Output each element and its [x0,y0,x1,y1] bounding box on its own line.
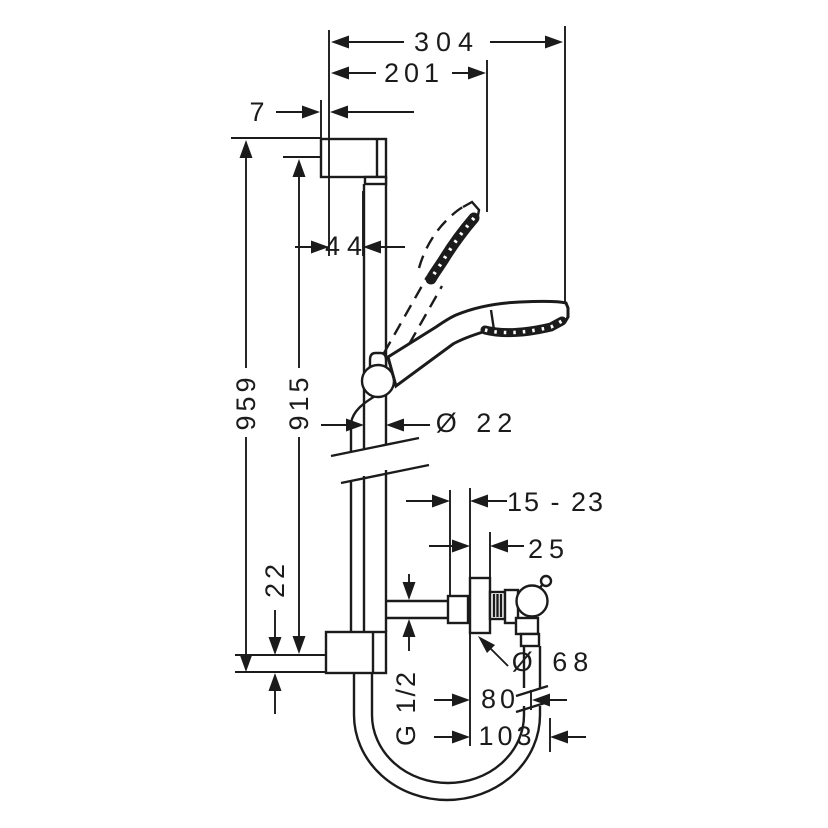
top-bracket [319,137,388,186]
dimension-overall-width: 304 [331,27,563,57]
dimension-overall-height: 959 [231,140,261,672]
dimension-hose-center-offset: 80 [434,684,567,714]
dim-label-bar-diameter: Ø 22 [436,408,519,438]
extension-lines [231,26,566,752]
dimension-connection-thread: G 1/2 [391,574,421,746]
dimension-annotations: 304 201 7 44 959 [231,26,605,752]
dim-label-hose-outer-offset: 103 [478,721,535,751]
dim-label-bracket-width: 44 [325,231,369,261]
dim-label-bottom-offset: 22 [260,560,290,598]
hand-shower-raised [382,200,481,363]
dim-label-bracket-offset: 7 [249,97,264,127]
bar-break-symbol [330,436,430,485]
dimension-bottom-offset: 22 [260,560,290,714]
dim-label-overall-height: 959 [231,373,261,430]
valve-assembly [386,574,553,648]
dimension-bracket-width: 44 [295,231,405,261]
valve-handle [515,574,553,618]
hand-shower [386,299,570,389]
wall-flange [446,594,470,625]
hose-connector [519,632,541,648]
dimension-bar-diameter: Ø 22 [321,408,519,438]
valve-outlet [514,616,540,636]
dimension-escutcheon-diameter: Ø 68 [478,636,595,677]
handle-knob [515,584,549,618]
hose-outer-curve [352,714,542,802]
bottom-bracket [324,630,388,675]
top-bracket-step [363,175,388,186]
slider-nub [368,351,388,368]
dimension-bar-length: 915 [284,159,314,654]
hose-inner-curve [370,714,526,785]
dimension-head-offset: 201 [331,58,486,88]
dim-label-head-offset: 201 [384,58,444,88]
dimension-escutcheon-depth: 25 [429,534,570,564]
hose-left-edges [352,673,374,715]
dim-label-escutcheon-diameter: Ø 68 [512,647,595,677]
hose-right-edges [522,646,542,715]
hand-shower-seam [489,309,496,331]
dim-label-wall-distance: 15 - 23 [507,487,605,517]
dim-label-hose-center-offset: 80 [481,684,519,714]
dim-label-overall-width: 304 [414,27,480,57]
product-drawing [319,137,570,802]
union-nut [488,590,507,621]
supply-pipe [386,599,448,620]
shower-hose-loop [352,646,549,802]
dim-label-escutcheon-depth: 25 [528,534,570,564]
dim-label-connection-thread: G 1/2 [391,670,421,746]
dimension-wall-distance: 15 - 23 [406,487,605,517]
slider-holder [360,351,396,399]
escutcheon [468,576,492,635]
dimension-bracket-offset: 7 [249,97,414,127]
hand-shower-body [386,299,570,389]
slider-knob [360,363,396,399]
dim-label-bar-length: 915 [284,373,314,430]
dimension-hose-outer-offset: 103 [434,721,586,751]
